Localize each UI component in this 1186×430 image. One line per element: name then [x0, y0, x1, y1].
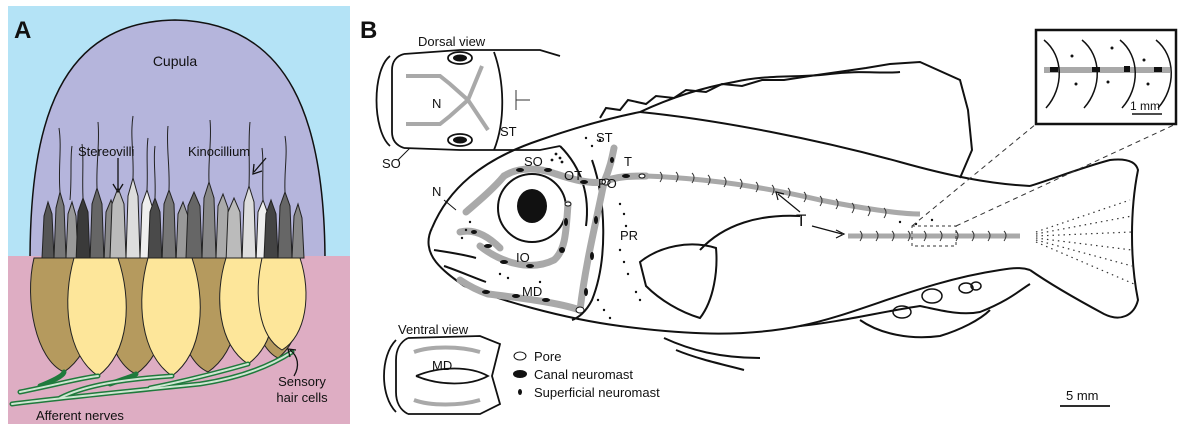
label-pr: PR — [620, 228, 638, 243]
legend-canal: Canal neuromast — [534, 367, 633, 382]
legend-pore-symbol — [514, 352, 526, 360]
panel-letter-b: B — [360, 17, 377, 44]
afferent-label: Afferent nerves — [36, 408, 124, 423]
panel-letter-a: A — [14, 17, 31, 44]
sensory-label-line2: hair cells — [276, 390, 328, 405]
legend-pore: Pore — [534, 349, 561, 364]
label-t-trunk: T — [796, 211, 806, 230]
legend-superficial: Superficial neuromast — [534, 385, 660, 400]
ventral-label-md: MD — [432, 358, 452, 373]
stereovilli-label: Stereovilli — [78, 144, 134, 159]
label-n: N — [432, 184, 441, 199]
dorsal-label-n: N — [432, 96, 441, 111]
fish-pupil — [517, 189, 547, 223]
panel-b: B — [360, 17, 1176, 414]
label-md: MD — [522, 284, 542, 299]
panel-a: A Cupula Stereovilli Kinocillium Sensory… — [8, 6, 350, 424]
scale-label: 5 mm — [1066, 388, 1099, 403]
legend-superficial-symbol — [518, 389, 522, 395]
label-po: PO — [598, 176, 617, 191]
ventral-view: Ventral view MD — [384, 322, 500, 414]
sensory-label-line1: Sensory — [278, 374, 326, 389]
kinocillium-label: Kinocillium — [188, 144, 250, 159]
trunk-canal-upper — [646, 176, 920, 214]
dorsal-view-label: Dorsal view — [418, 34, 486, 49]
label-ot: OT — [564, 168, 582, 183]
cupula-label: Cupula — [153, 53, 198, 69]
label-st: ST — [596, 130, 613, 145]
legend-canal-symbol — [513, 370, 527, 378]
lateral-line-canals — [460, 148, 646, 310]
inset-panel: 1 mm — [1036, 30, 1176, 124]
dorsal-label-so: SO — [382, 156, 401, 171]
label-so: SO — [524, 154, 543, 169]
label-t-head: T — [624, 154, 632, 169]
dorsal-label-st: ST — [500, 124, 517, 139]
caudal-rays — [1036, 200, 1134, 284]
ventral-view-label: Ventral view — [398, 322, 469, 337]
dorsal-view: Dorsal view N SO ST — [377, 34, 561, 171]
label-io: IO — [516, 250, 530, 265]
legend: Pore Canal neuromast Superficial neuroma… — [513, 349, 660, 400]
inset-scale-label: 1 mm — [1130, 99, 1160, 113]
